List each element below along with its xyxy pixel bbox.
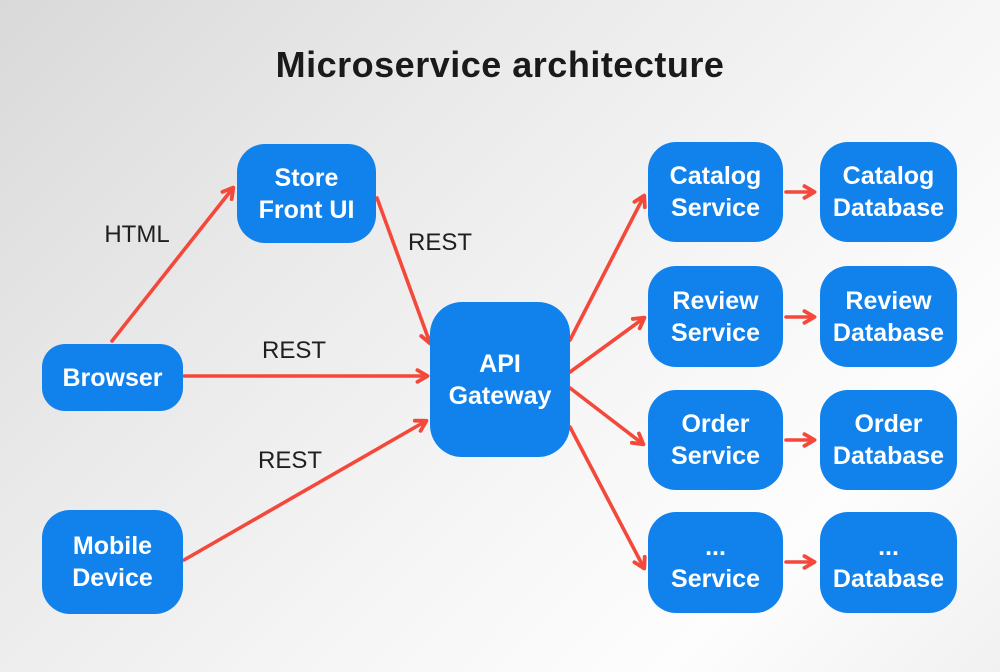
arrow-api-gateway-to-etc-service	[568, 425, 647, 571]
node-mobile-device-label: Mobile Device	[72, 532, 153, 592]
arrow-api-gateway-to-order-service	[568, 386, 646, 447]
node-order-database-label: Order Database	[832, 410, 945, 470]
edge-label-rest-browser-gateway: REST	[261, 337, 327, 364]
node-review-database-label: Review Database	[832, 286, 945, 347]
node-review-service: Review Service	[648, 266, 783, 367]
edge-label-rest-mobile-gateway: REST	[257, 447, 323, 474]
node-order-database: Order Database	[820, 390, 957, 490]
node-browser-label: Browser	[62, 363, 163, 392]
edge-label-rest-storefront-gateway: REST	[407, 229, 473, 256]
node-review-database: Review Database	[820, 266, 957, 367]
node-order-service: Order Service	[648, 390, 783, 490]
node-store-front-ui: Store Front UI	[237, 144, 376, 243]
node-api-gateway-label: API Gateway	[448, 349, 552, 410]
node-catalog-database-label: Catalog Database	[832, 162, 945, 222]
node-catalog-database: Catalog Database	[820, 142, 957, 242]
arrow-api-gateway-to-review-service	[568, 315, 647, 374]
node-catalog-service-label: Catalog Service	[669, 162, 762, 222]
node-etc-database-label: ... Database	[832, 532, 945, 593]
node-etc-database: ... Database	[820, 512, 957, 613]
node-review-service-label: Review Service	[671, 286, 760, 347]
edge-label-html: HTML	[104, 221, 170, 248]
node-catalog-service: Catalog Service	[648, 142, 783, 242]
node-mobile-device: Mobile Device	[42, 510, 183, 614]
node-api-gateway: API Gateway	[430, 302, 570, 457]
page-title: Microservice architecture	[275, 44, 725, 85]
node-store-front-ui-label: Store Front UI	[258, 163, 355, 224]
node-etc-service: ... Service	[648, 512, 783, 613]
node-etc-service-label: ... Service	[671, 532, 760, 593]
arrow-api-gateway-to-catalog-service	[568, 193, 647, 342]
arrow-store-front-ui-to-api-gateway	[375, 196, 435, 346]
node-order-service-label: Order Service	[671, 410, 760, 470]
arrow-mobile-device-to-api-gateway	[182, 418, 429, 562]
arrow-browser-to-store-front-ui	[110, 185, 236, 343]
node-browser: Browser	[42, 344, 183, 411]
